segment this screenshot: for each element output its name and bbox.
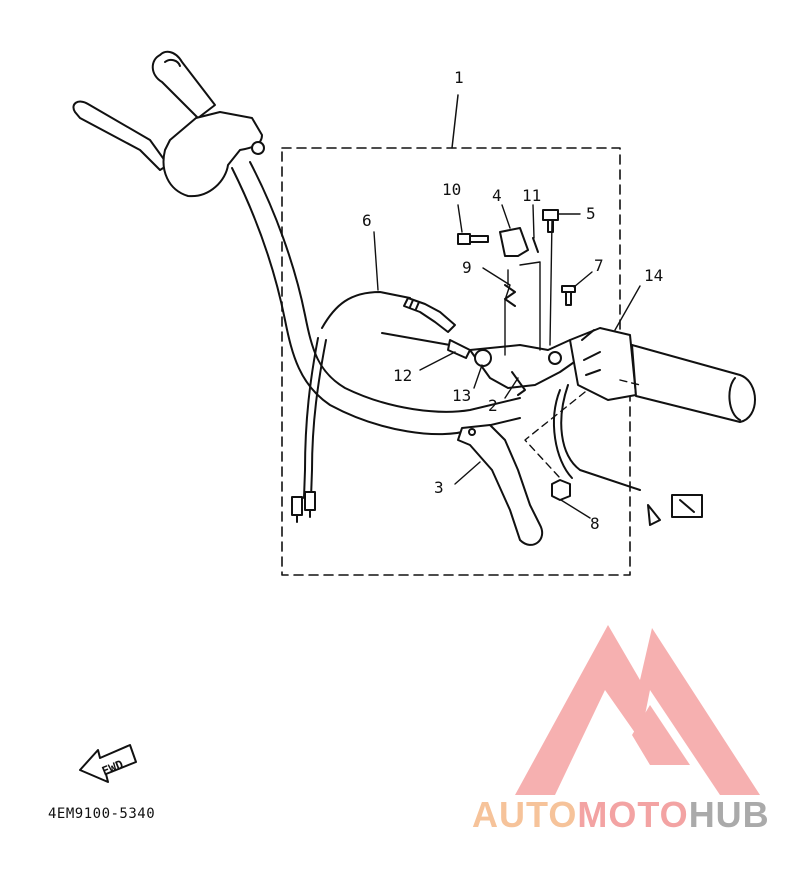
left-switch-housing	[162, 111, 263, 198]
spring-9	[504, 284, 516, 307]
automotohub-logo	[515, 625, 760, 795]
callout-13: 13	[452, 386, 472, 405]
callout-6: 6	[362, 211, 372, 230]
callout-11: 11	[522, 186, 542, 205]
clutch-cable	[321, 291, 411, 329]
handlebar	[231, 161, 521, 436]
callout-2: 2	[488, 396, 498, 415]
brake-lever	[457, 424, 543, 546]
callout-14: 14	[644, 266, 664, 285]
bolt-10	[457, 233, 489, 245]
right-switch-grip	[569, 327, 756, 423]
callout-3: 3	[434, 478, 444, 497]
bracket-4	[499, 227, 529, 257]
watermark-brand-text: AUTOMOTOHUB	[472, 797, 770, 833]
callout-10: 10	[442, 180, 462, 199]
nut-8	[551, 479, 571, 501]
callout-7: 7	[594, 256, 604, 275]
callout-9: 9	[462, 258, 472, 277]
callout-1: 1	[454, 68, 464, 87]
fwd-arrow-icon	[79, 744, 137, 783]
brand-part-hub: HUB	[688, 794, 770, 835]
screw-7	[561, 285, 576, 306]
callout-5: 5	[586, 204, 596, 223]
part-code: 4EM9100-5340	[48, 806, 156, 822]
callout-4: 4	[492, 186, 502, 205]
callout-8: 8	[590, 514, 600, 533]
clip-11	[532, 237, 539, 253]
left-lever	[72, 100, 169, 171]
screw-5	[542, 209, 559, 233]
lever-holder	[469, 339, 581, 396]
callout-12: 12	[393, 366, 413, 385]
brand-part-moto: MOTO	[577, 794, 689, 835]
left-grip	[151, 50, 216, 119]
brand-part-auto: AUTO	[472, 794, 578, 835]
